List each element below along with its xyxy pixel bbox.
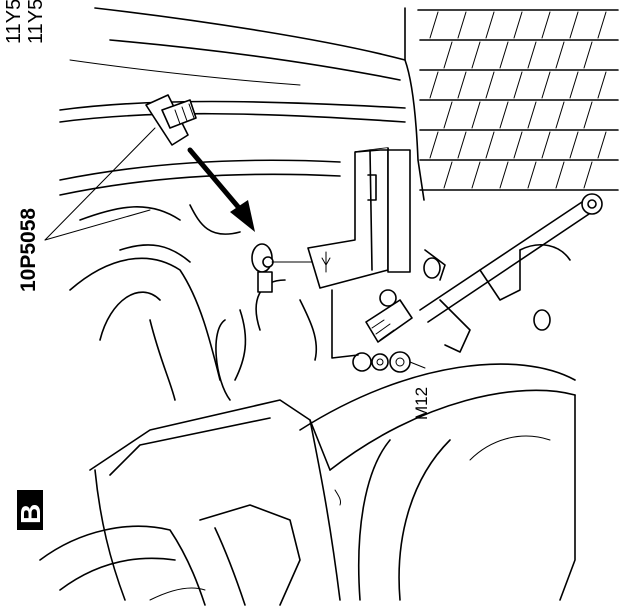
- grille-tick: [471, 101, 481, 129]
- installed-clip: [251, 243, 319, 293]
- grille-tick: [555, 101, 565, 129]
- grille-tick: [597, 11, 607, 39]
- callout-top-2: 11Y5: [25, 0, 47, 44]
- grille-tick: [499, 101, 509, 129]
- grille-tick: [443, 101, 453, 129]
- grille-tick: [499, 41, 509, 69]
- grille-tick: [527, 101, 537, 129]
- grille-tick: [569, 71, 579, 99]
- grille-tick: [597, 131, 607, 159]
- grille-tick: [429, 11, 439, 39]
- grille-tick: [583, 161, 593, 189]
- grille-tick: [527, 161, 537, 189]
- assembly-arrow: [187, 147, 255, 232]
- bolt-size-label: M12: [412, 387, 431, 420]
- grille-tick: [583, 101, 593, 129]
- grille-tick: [555, 161, 565, 189]
- grille-tick: [541, 71, 551, 99]
- grille-tick: [569, 131, 579, 159]
- grille-tick: [597, 71, 607, 99]
- grille-tick: [457, 71, 467, 99]
- bolt-assembly: [352, 289, 426, 373]
- grille-tick: [513, 131, 523, 159]
- grille-tick: [499, 161, 509, 189]
- panel-letter: B: [15, 504, 46, 524]
- grille-tick: [457, 11, 467, 39]
- grille-tick: [471, 41, 481, 69]
- grille-tick: [583, 41, 593, 69]
- grille-tick: [541, 131, 551, 159]
- grille-tick: [443, 161, 453, 189]
- callout-top-labels: 11Y5 11Y5: [3, 0, 47, 44]
- mounting-bracket: [307, 147, 411, 289]
- grille-tick: [457, 131, 467, 159]
- grille-tick: [527, 41, 537, 69]
- grille-tick: [485, 131, 495, 159]
- grille-tick: [513, 11, 523, 39]
- link-rod: [419, 193, 603, 323]
- lower-housing: [39, 363, 576, 606]
- grille-tick: [485, 11, 495, 39]
- grille-tick: [443, 41, 453, 69]
- grille-tick: [541, 11, 551, 39]
- grille-tick: [485, 71, 495, 99]
- part-code-leader: [44, 127, 156, 241]
- panel-letter-badge: B: [15, 490, 46, 530]
- grille-tick: [555, 41, 565, 69]
- grille-tick: [569, 11, 579, 39]
- grille-tick: [429, 71, 439, 99]
- support-plate: [331, 244, 571, 359]
- clip-part-10p5058: [145, 94, 197, 146]
- grille-tick: [471, 161, 481, 189]
- grille-tick: [513, 71, 523, 99]
- part-code-label: 10P5058: [17, 208, 40, 292]
- body-panel: [59, 7, 406, 401]
- callout-top-1: 11Y5: [3, 0, 25, 44]
- radiator-grille: [404, 7, 619, 201]
- grille-tick: [429, 131, 439, 159]
